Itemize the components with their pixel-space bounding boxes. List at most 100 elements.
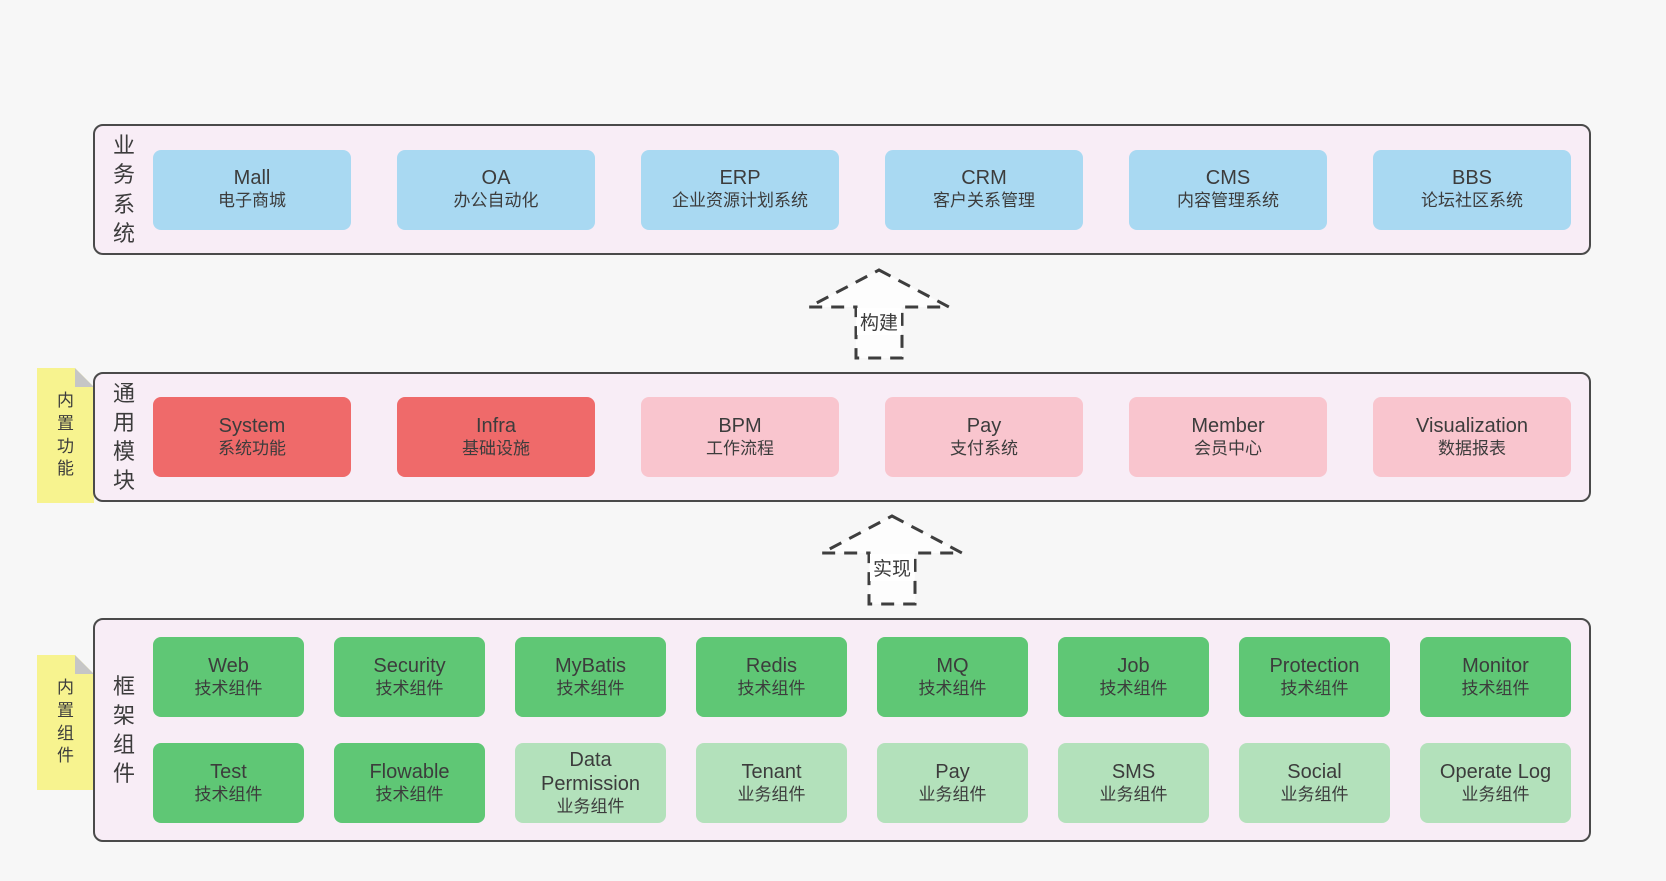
node-mq: MQ 技术组件 (877, 637, 1028, 717)
node-title: Security (373, 654, 446, 677)
node-subtitle: 客户关系管理 (933, 191, 1035, 211)
node-mybatis: MyBatis 技术组件 (515, 637, 666, 717)
node-title: MyBatis (554, 654, 627, 677)
arrow-implement-label: 实现 (869, 554, 915, 581)
layer-label-text: 通用模块 (112, 380, 135, 494)
node-title: Infra (475, 414, 517, 437)
node-pay-module: Pay 支付系统 (885, 397, 1083, 477)
node-subtitle: 电子商城 (218, 191, 286, 211)
node-system: System 系统功能 (153, 397, 351, 477)
folded-corner-icon (75, 368, 94, 387)
arrow-build: 构建 (805, 266, 953, 362)
node-title: Protection (1269, 654, 1360, 677)
node-title: Member (1191, 414, 1265, 437)
note-builtin-components: 内置组件 (37, 655, 94, 790)
node-subtitle: 技术组件 (1461, 678, 1530, 698)
node-subtitle: 技术组件 (375, 678, 444, 698)
node-member: Member 会员中心 (1129, 397, 1327, 477)
node-infra: Infra 基础设施 (397, 397, 595, 477)
node-title: Pay (966, 414, 1002, 437)
node-subtitle: 业务组件 (1099, 784, 1168, 804)
node-subtitle: 业务组件 (737, 784, 806, 804)
node-subtitle: 业务组件 (918, 784, 987, 804)
node-subtitle: 技术组件 (194, 678, 263, 698)
node-protection: Protection 技术组件 (1239, 637, 1390, 717)
layer-components-label: 框架组件 (95, 620, 153, 840)
node-subtitle: 内容管理系统 (1177, 191, 1279, 211)
layer-label-text: 业务系统 (112, 133, 135, 246)
node-subtitle: 技术组件 (556, 678, 625, 698)
node-subtitle: 业务组件 (1461, 784, 1530, 804)
node-job: Job 技术组件 (1058, 637, 1209, 717)
node-title: CMS (1205, 167, 1251, 190)
node-title: Social (1287, 760, 1342, 783)
component-row-2: Test 技术组件 Flowable 技术组件 Data Permission … (153, 743, 1571, 823)
node-title: Flowable (369, 760, 450, 783)
node-social: Social 业务组件 (1239, 743, 1390, 823)
node-monitor: Monitor 技术组件 (1420, 637, 1571, 717)
node-title: ERP (719, 167, 761, 190)
node-subtitle: 技术组件 (918, 678, 987, 698)
node-title: Operate Log (1439, 760, 1552, 783)
node-subtitle: 基础设施 (462, 438, 530, 458)
module-boxes: System 系统功能 Infra 基础设施 BPM 工作流程 Pay 支付系统… (153, 374, 1589, 500)
node-visualization: Visualization 数据报表 (1373, 397, 1571, 477)
node-subtitle: 会员中心 (1194, 438, 1262, 458)
node-subtitle: 技术组件 (194, 784, 263, 804)
node-data-permission: Data Permission 业务组件 (515, 743, 666, 823)
node-flowable: Flowable 技术组件 (334, 743, 485, 823)
node-redis: Redis 技术组件 (696, 637, 847, 717)
arrow-implement: 实现 (818, 512, 966, 608)
node-subtitle: 系统功能 (218, 438, 286, 458)
node-mall: Mall 电子商城 (153, 149, 351, 230)
node-title: SMS (1111, 760, 1156, 783)
node-subtitle: 技术组件 (1280, 678, 1349, 698)
node-title: Data Permission (541, 748, 640, 795)
node-erp: ERP 企业资源计划系统 (641, 149, 839, 230)
node-web: Web 技术组件 (153, 637, 304, 717)
layer-common-modules: 通用模块 System 系统功能 Infra 基础设施 BPM 工作流程 Pay… (93, 372, 1591, 502)
node-title: CRM (961, 167, 1007, 190)
node-title: OA (481, 167, 511, 190)
node-tenant: Tenant 业务组件 (696, 743, 847, 823)
layer-label-text: 框架组件 (112, 673, 135, 787)
note-text: 内置组件 (57, 677, 74, 766)
layer-business-systems: 业务系统 Mall 电子商城 OA 办公自动化 ERP 企业资源计划系统 CRM… (93, 124, 1591, 255)
node-subtitle: 办公自动化 (453, 191, 539, 211)
node-title: MQ (936, 654, 969, 677)
folded-corner-icon (75, 655, 94, 674)
component-row-1: Web 技术组件 Security 技术组件 MyBatis 技术组件 Redi… (153, 637, 1571, 717)
node-subtitle: 企业资源计划系统 (672, 191, 808, 211)
note-builtin-functions: 内置功能 (37, 368, 94, 503)
node-subtitle: 技术组件 (1099, 678, 1168, 698)
node-operate-log: Operate Log 业务组件 (1420, 743, 1571, 823)
node-title: Mall (233, 167, 271, 190)
node-title: BBS (1451, 167, 1493, 190)
node-crm: CRM 客户关系管理 (885, 149, 1083, 230)
node-pay-component: Pay 业务组件 (877, 743, 1028, 823)
component-rows: Web 技术组件 Security 技术组件 MyBatis 技术组件 Redi… (153, 620, 1589, 840)
node-title: System (218, 414, 286, 437)
layer-modules-label: 通用模块 (95, 374, 153, 500)
arrow-build-label: 构建 (856, 308, 902, 335)
node-title: Test (210, 760, 247, 783)
node-security: Security 技术组件 (334, 637, 485, 717)
layer-business-label: 业务系统 (95, 126, 153, 253)
node-test: Test 技术组件 (153, 743, 304, 823)
node-title: Monitor (1462, 654, 1529, 677)
node-oa: OA 办公自动化 (397, 149, 595, 230)
node-title: Redis (745, 654, 798, 677)
node-subtitle: 数据报表 (1438, 438, 1506, 458)
node-title: Web (208, 654, 249, 677)
node-subtitle: 工作流程 (706, 438, 774, 458)
note-text: 内置功能 (57, 390, 74, 479)
node-subtitle: 论坛社区系统 (1421, 191, 1523, 211)
layer-framework-components: 框架组件 Web 技术组件 Security 技术组件 MyBatis 技术组件… (93, 618, 1591, 842)
node-title: Tenant (741, 760, 802, 783)
node-subtitle: 业务组件 (1280, 784, 1349, 804)
node-subtitle: 技术组件 (737, 678, 806, 698)
node-title: BPM (718, 414, 762, 437)
node-cms: CMS 内容管理系统 (1129, 149, 1327, 230)
node-title: Job (1117, 654, 1150, 677)
